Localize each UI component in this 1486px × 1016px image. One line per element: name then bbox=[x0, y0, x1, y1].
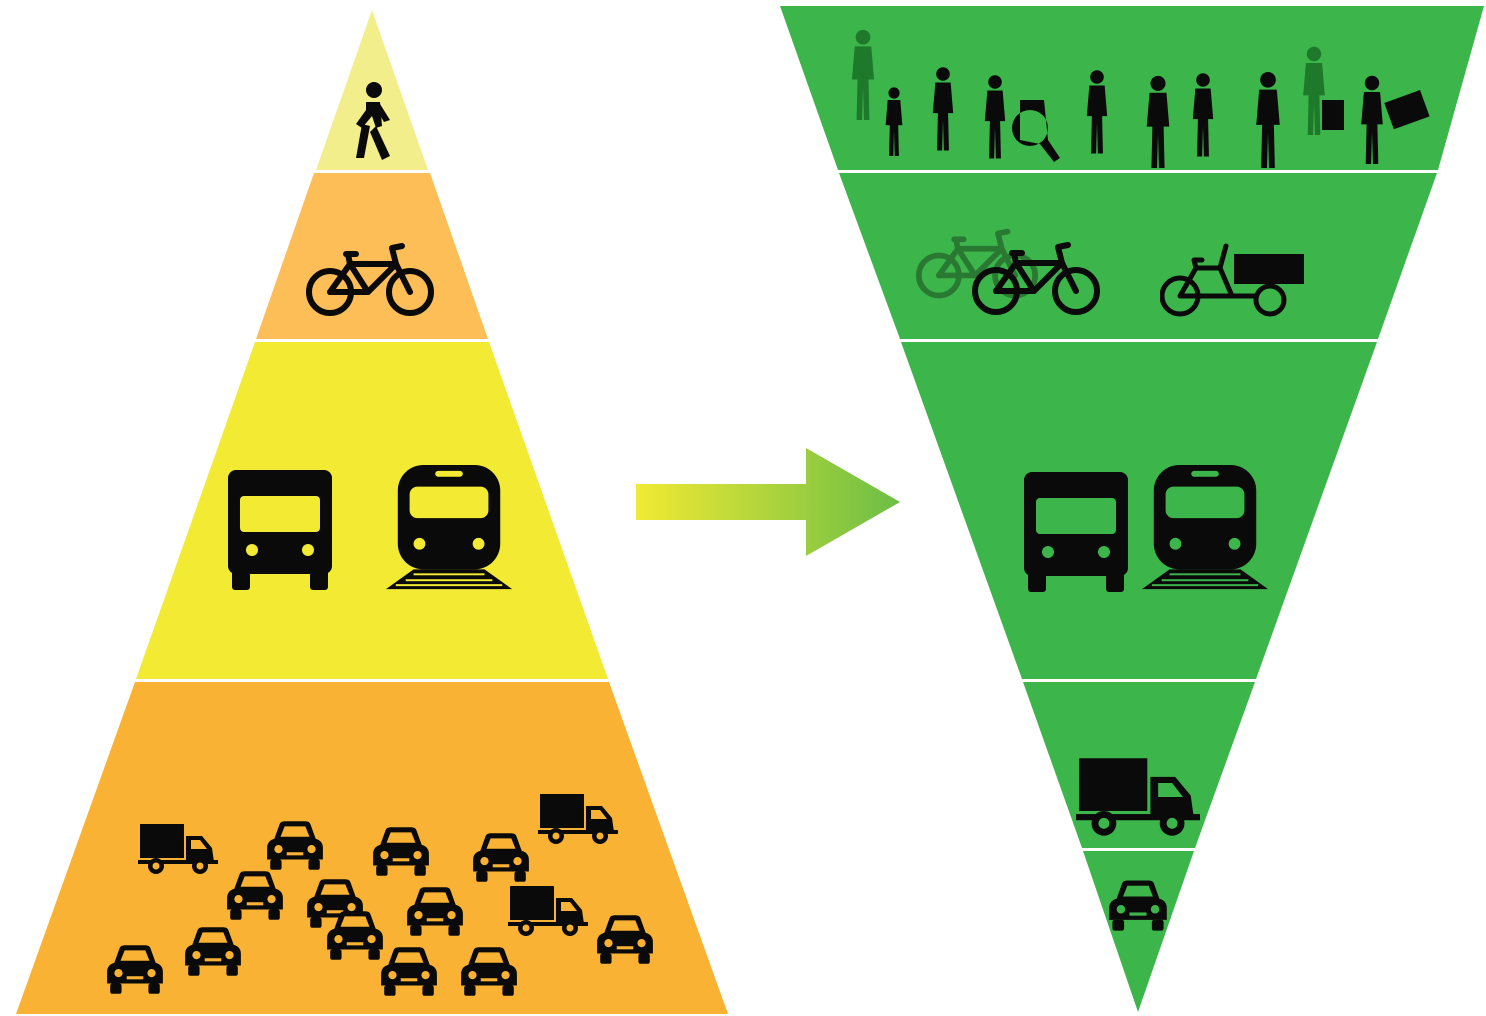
current-tier-cycling bbox=[256, 173, 488, 339]
target-pyramid bbox=[780, 6, 1484, 1012]
target-tier-cycling bbox=[839, 173, 1437, 339]
target-tier-public-transport bbox=[901, 342, 1377, 679]
current-tier-cars bbox=[16, 682, 728, 1014]
people-silhouettes-icon bbox=[851, 29, 1430, 168]
transition-arrow bbox=[636, 448, 900, 556]
current-tier-public-transport bbox=[136, 342, 608, 679]
target-tier-walking bbox=[780, 6, 1484, 170]
arrow-right-icon bbox=[636, 448, 900, 556]
target-tier-cars bbox=[1083, 851, 1194, 1012]
current-pyramid bbox=[16, 10, 728, 1014]
bus-icon bbox=[228, 470, 332, 590]
bus-icon bbox=[1024, 472, 1128, 592]
